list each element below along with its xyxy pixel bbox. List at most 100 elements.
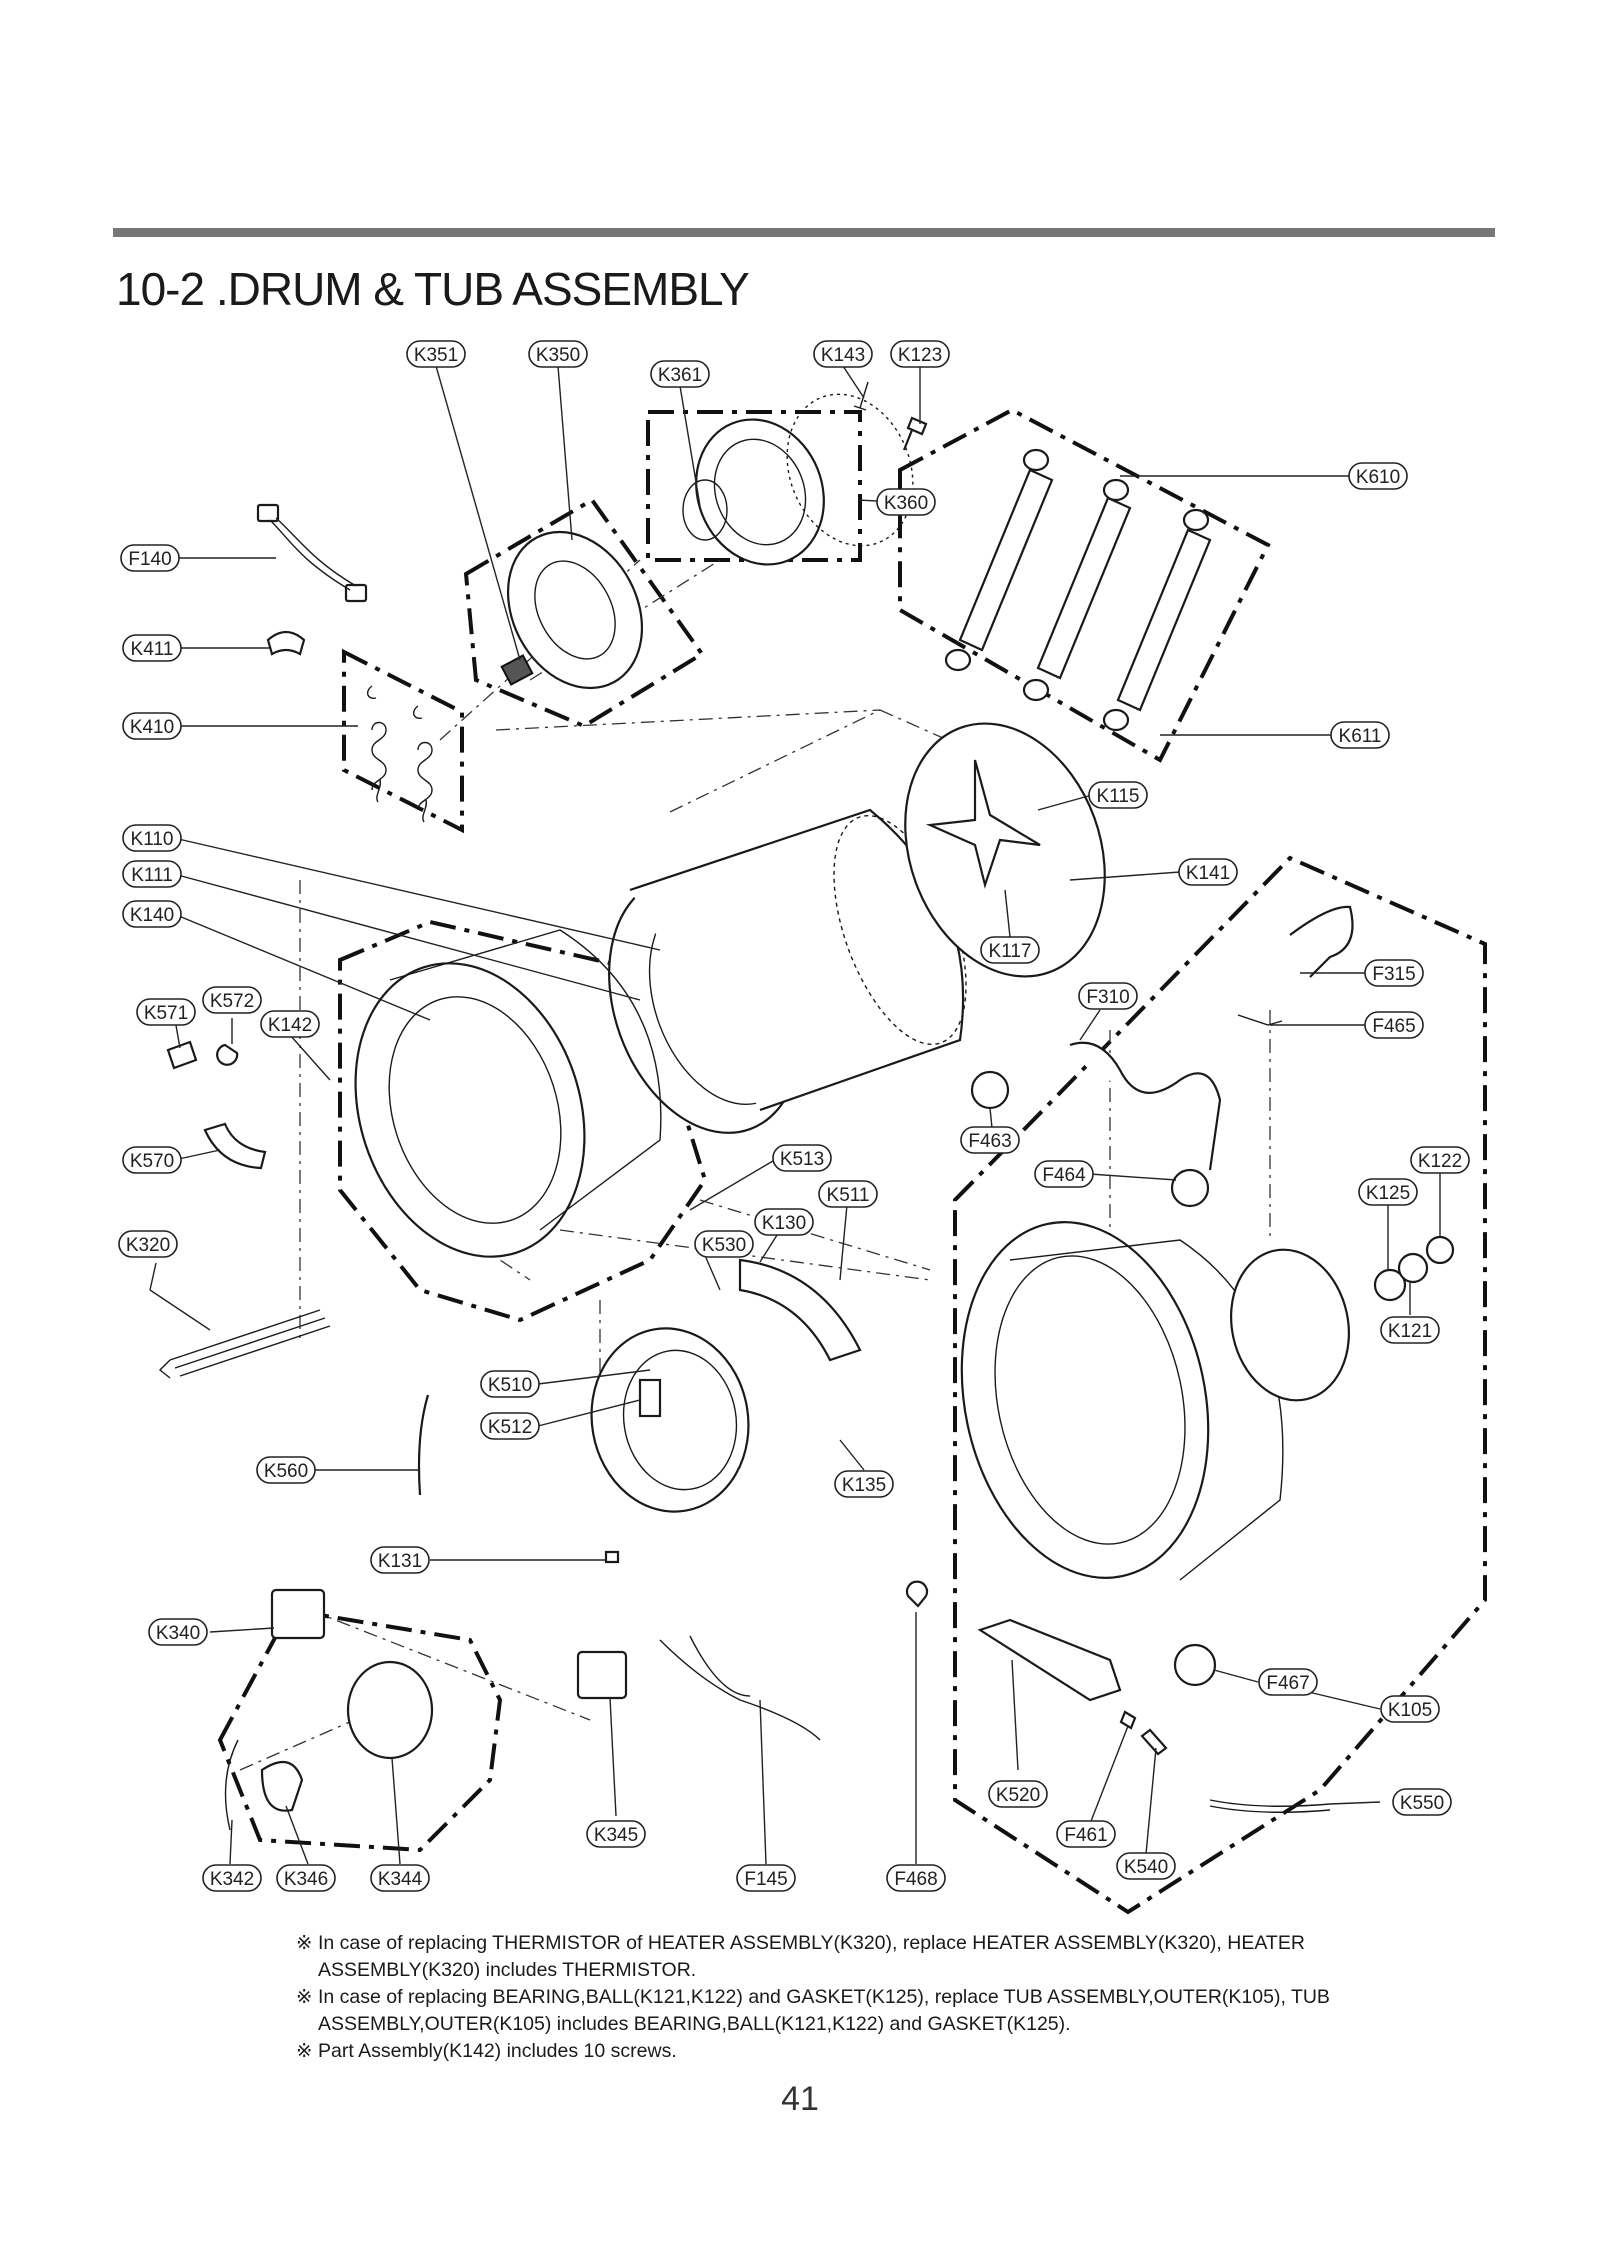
callout-f467: F467: [1258, 1668, 1318, 1696]
callout-k571: K571: [136, 998, 196, 1026]
callout-k345: K345: [586, 1820, 646, 1848]
front-tub-k140: [354, 929, 662, 1258]
nozzle-f461: [1119, 1710, 1137, 1730]
note-mark: ※: [296, 1932, 313, 1954]
callout-k346: K346: [276, 1864, 336, 1892]
callout-frame: [122, 860, 182, 888]
note-3: ※ Part Assembly(K142) includes 10 screws…: [296, 2038, 1448, 2065]
note-text: Part Assembly(K142) includes 10 screws.: [318, 2040, 677, 2062]
nozzle-k571: [166, 1040, 198, 1070]
callout-frame: [650, 360, 710, 388]
callout-label: F463: [968, 1131, 1011, 1152]
callout-frame: [148, 1618, 208, 1646]
bolt-k131: [604, 1550, 620, 1564]
callout-label: K550: [1400, 1793, 1444, 1814]
clamp-f465: [1237, 1014, 1283, 1026]
balancer-k130: [738, 1258, 862, 1362]
callout-label: K411: [131, 639, 174, 660]
callout-label: K135: [842, 1475, 886, 1496]
note-text: In case of replacing BEARING,BALL(K121,K…: [318, 1986, 1330, 2035]
callout-label: K361: [658, 365, 702, 386]
callout-label: K121: [1388, 1321, 1432, 1342]
callout-frame: [1258, 1668, 1318, 1696]
stator-k350: [500, 530, 644, 690]
hose-k342: [224, 1739, 239, 1831]
outline-hub: [646, 410, 862, 562]
pump-housing-k344: [346, 1660, 434, 1760]
callout-frame: [834, 1470, 894, 1498]
callout-f310: F310: [1078, 982, 1138, 1010]
callout-label: K345: [594, 1825, 638, 1846]
dampers-k610: [944, 448, 1212, 732]
clip-k572: [216, 1043, 239, 1066]
bolt-k123: [902, 416, 928, 451]
callout-k110: K110: [122, 824, 182, 852]
callout-label: K342: [210, 1869, 254, 1890]
callout-f461: F461: [1056, 1820, 1116, 1848]
callout-k610: K610: [1348, 462, 1408, 490]
motor-k340: [270, 1588, 326, 1640]
callout-f140: F140: [120, 544, 180, 572]
callout-k611: K611: [1330, 721, 1390, 749]
callout-label: K344: [378, 1869, 423, 1890]
callout-k510: K510: [480, 1370, 540, 1398]
callout-label: K520: [996, 1785, 1040, 1806]
callout-k350: K350: [528, 340, 588, 368]
callout-k135: K135: [834, 1470, 894, 1498]
callout-k540: K540: [1116, 1852, 1176, 1880]
callout-frame: [818, 1180, 878, 1208]
callout-label: F467: [1266, 1673, 1309, 1694]
callout-frame: [988, 1780, 1048, 1808]
callout-k320: K320: [118, 1230, 178, 1258]
callout-frame: [122, 1146, 182, 1174]
callout-k360: K360: [876, 488, 936, 516]
leader-lines: [149, 365, 1441, 1865]
callout-frame: [890, 340, 950, 368]
parts: [158, 381, 1455, 1831]
callout-frame: [586, 1820, 646, 1848]
callout-frame: [202, 986, 262, 1014]
gasket-k125: [1373, 1268, 1407, 1302]
bearing-k122: [1425, 1235, 1455, 1265]
rotor-k360: [682, 393, 914, 566]
callout-k512: K512: [480, 1412, 540, 1440]
callout-frame: [1392, 1788, 1452, 1816]
sensor-k540: [1140, 1728, 1168, 1756]
callout-k140: K140: [122, 900, 182, 928]
callout-label: F465: [1372, 1016, 1415, 1037]
notes: ※ In case of replacing THERMISTOR of HEA…: [296, 1930, 1448, 2065]
callout-k361: K361: [650, 360, 710, 388]
page-number: 41: [781, 2080, 819, 2118]
top-rule: [113, 228, 1495, 237]
callout-k142: K142: [260, 1010, 320, 1038]
filter-k346: [260, 1760, 304, 1812]
callout-label: K560: [264, 1461, 308, 1482]
callout-label: K117: [989, 941, 1032, 962]
callout-k111: K111: [122, 860, 182, 888]
callout-label: K570: [130, 1151, 174, 1172]
note-1: ※ In case of replacing THERMISTOR of HEA…: [296, 1930, 1448, 1984]
callout-frame: [754, 1208, 814, 1236]
callout-label: F140: [128, 549, 171, 570]
callout-label: K572: [210, 991, 254, 1012]
callout-label: K510: [488, 1375, 532, 1396]
callout-k572: K572: [202, 986, 262, 1014]
callout-label: K571: [144, 1003, 188, 1024]
clamp-f464: [1170, 1168, 1210, 1208]
heater-k320: [158, 1309, 331, 1379]
callout-frame: [260, 1010, 320, 1038]
callout-label: K350: [536, 345, 580, 366]
callout-frame: [876, 488, 936, 516]
section-heading: .DRUM & TUB ASSEMBLY: [215, 263, 750, 315]
callout-frame: [370, 1546, 430, 1574]
callout-k351: K351: [406, 340, 466, 368]
callout-k342: K342: [202, 1864, 262, 1892]
hose-k520: [977, 1618, 1122, 1702]
callout-k122: K122: [1410, 1146, 1470, 1174]
callout-frame: [694, 1230, 754, 1258]
callout-k550: K550: [1392, 1788, 1452, 1816]
callout-frame: [122, 900, 182, 928]
callout-f463: F463: [960, 1126, 1020, 1154]
callout-frame: [1056, 1820, 1116, 1848]
